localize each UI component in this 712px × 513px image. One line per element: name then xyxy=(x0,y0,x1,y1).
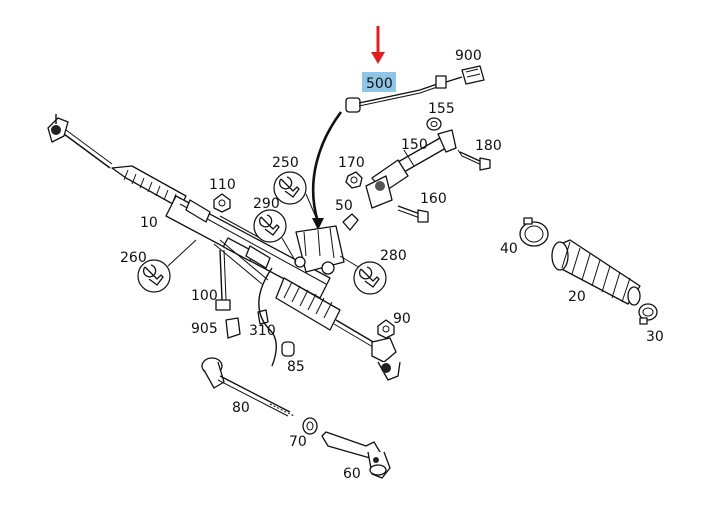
label-170[interactable]: 170 xyxy=(338,155,365,171)
label-80[interactable]: 80 xyxy=(232,400,250,416)
part-900-connector[interactable] xyxy=(461,65,485,85)
part-150-shaft[interactable] xyxy=(365,129,457,209)
label-60[interactable]: 60 xyxy=(343,466,361,482)
part-90-nut[interactable] xyxy=(377,319,395,339)
label-40[interactable]: 40 xyxy=(500,241,518,257)
part-10-steering-rack[interactable] xyxy=(47,114,401,381)
wrench-icon xyxy=(137,239,197,293)
hose-line xyxy=(258,267,277,367)
highlight-box-500 xyxy=(362,72,396,92)
part-20-boot[interactable] xyxy=(551,239,641,306)
label-30[interactable]: 30 xyxy=(646,329,664,345)
part-160-bolt[interactable] xyxy=(397,205,429,223)
label-20[interactable]: 20 xyxy=(568,289,586,305)
part-70-nut[interactable] xyxy=(302,417,318,435)
wrench-icon xyxy=(253,209,297,263)
part-155-nut[interactable] xyxy=(426,117,442,131)
label-500[interactable]: 500 xyxy=(366,76,393,92)
label-85[interactable]: 85 xyxy=(287,359,305,375)
leader-280 xyxy=(339,255,361,269)
label-10[interactable]: 10 xyxy=(140,215,158,231)
part-180-bolt[interactable] xyxy=(457,149,491,171)
label-180[interactable]: 180 xyxy=(475,138,502,154)
part-60-tie-rod-end[interactable] xyxy=(321,431,391,479)
label-260[interactable]: 260 xyxy=(120,250,147,266)
label-70[interactable]: 70 xyxy=(289,434,307,450)
part-85-bushing[interactable] xyxy=(281,341,295,357)
part-50-bracket[interactable] xyxy=(342,213,359,231)
part-110-nut[interactable] xyxy=(213,193,231,213)
label-110[interactable]: 110 xyxy=(209,177,236,193)
part-30-clamp[interactable] xyxy=(638,303,658,325)
label-100[interactable]: 100 xyxy=(191,288,218,304)
part-100-bolt[interactable] xyxy=(215,249,231,311)
part-500-cable[interactable] xyxy=(345,75,463,113)
part-40-clamp[interactable] xyxy=(519,217,549,247)
label-150[interactable]: 150 xyxy=(401,137,428,153)
label-90[interactable]: 90 xyxy=(393,311,411,327)
red-down-arrow-icon xyxy=(371,26,385,64)
part-905-clip[interactable] xyxy=(225,317,241,339)
label-155[interactable]: 155 xyxy=(428,101,455,117)
part-80-inner-tie-rod[interactable] xyxy=(201,357,295,417)
label-900[interactable]: 900 xyxy=(455,48,482,64)
part-170-nut[interactable] xyxy=(345,171,363,189)
label-290[interactable]: 290 xyxy=(253,196,280,212)
label-50[interactable]: 50 xyxy=(335,198,353,214)
label-905[interactable]: 905 xyxy=(191,321,218,337)
label-250[interactable]: 250 xyxy=(272,155,299,171)
wrench-icon xyxy=(273,171,319,223)
guide-arrow xyxy=(311,111,343,230)
label-310[interactable]: 310 xyxy=(249,323,276,339)
label-160[interactable]: 160 xyxy=(420,191,447,207)
label-280[interactable]: 280 xyxy=(380,248,407,264)
wrench-icon xyxy=(353,261,387,295)
